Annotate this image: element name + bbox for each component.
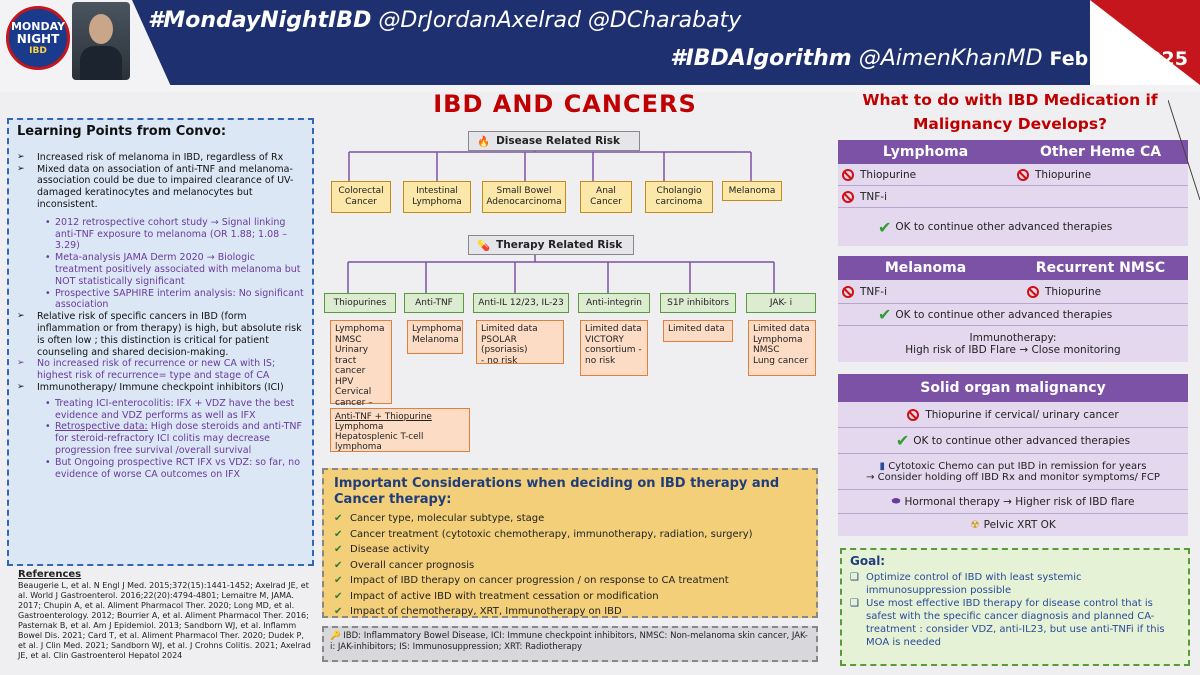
learning-subpoint: But Ongoing prospective RCT IFX vs VDZ: … [17, 457, 304, 481]
prohibited-icon [842, 190, 854, 203]
therapy-item: Anti-TNF [404, 293, 464, 313]
references-title: References [18, 569, 82, 580]
lymphoma-row-3: ✔OK to continue other advanced therapies [838, 208, 1188, 246]
disease-item: Colorectal Cancer [331, 181, 391, 213]
lymphoma-row-1: Thiopurine Thiopurine [838, 164, 1188, 186]
lymphoma-header: Lymphoma Other Heme CA [838, 140, 1188, 164]
goal-title: Goal: [850, 554, 886, 568]
melanoma-row-2: ✔OK to continue other advanced therapies [838, 304, 1188, 326]
radiation-icon: ☢ [970, 519, 980, 531]
melanoma-header: Melanoma Recurrent NMSC [838, 256, 1188, 280]
disease-item: Cholangio carcinoma [645, 181, 713, 213]
solid-organ-header: Solid organ malignancy [838, 374, 1188, 402]
therapy-item: Anti-integrin [578, 293, 650, 313]
author-handles[interactable]: @DrJordanAxelrad @DCharabaty [378, 8, 742, 33]
hashtag-ibdalgorithm[interactable]: #IBDAlgorithm [670, 46, 852, 71]
combo-text: Lymphoma Hepatosplenic T-cell lymphoma [335, 422, 424, 452]
solid-organ-row-1: Thiopurine if cervical/ urinary cancer [838, 402, 1188, 428]
therapy-risk: Lymphoma NMSC Urinary tract cancer HPV C… [330, 320, 392, 418]
prohibited-icon [907, 408, 920, 421]
solid-organ-row-4: ⬬Hormonal therapy → Higher risk of IBD f… [838, 490, 1188, 514]
post-date: Feb 05, 2025 [1049, 48, 1188, 70]
therapy-risk: Limited data VICTORY consortium - no ris… [580, 320, 648, 376]
therapy-risk-header: 💊 Therapy Related Risk [468, 235, 634, 255]
melanoma-row-3: Immunotherapy: High risk of IBD Flare → … [838, 326, 1188, 362]
therapy-item: JAK- i [746, 293, 816, 313]
references-text: Beaugerie L, et al. N Engl J Med. 2015;3… [18, 581, 311, 660]
prohibited-icon [842, 285, 854, 298]
right-title: What to do with IBD Medication if Malign… [862, 91, 1158, 133]
solid-organ-row-5: ☢Pelvic XRT OK [838, 514, 1188, 536]
consideration-item: Cancer type, molecular subtype, stage [334, 511, 806, 527]
references: References Beaugerie L, et al. N Engl J … [18, 570, 314, 661]
consideration-item: Cancer treatment (cytotoxic chemotherapy… [334, 527, 806, 543]
considerations-title: Important Considerations when deciding o… [334, 476, 780, 507]
learning-subpoint: Prospective SAPHIRE interim analysis: No… [17, 288, 304, 312]
learning-point: Immunotherapy/ Immune checkpoint inhibit… [17, 382, 304, 394]
therapy-risk: Limited data PSOLAR (psoriasis) - no ris… [476, 320, 564, 366]
learning-point: Relative risk of specific cancers in IBD… [17, 311, 304, 358]
learning-points-title: Learning Points from Convo: [17, 124, 227, 139]
lymphoma-row-2: TNF-i [838, 186, 1188, 208]
melanoma-row-1: TNF-i Thiopurine [838, 280, 1188, 304]
monday-night-ibd-logo: MONDAY NIGHT IBD [6, 6, 70, 70]
author-handle[interactable]: @AimenKhanMD [858, 46, 1043, 71]
hashtag-mondaynightibd[interactable]: #MondayNightIBD [148, 8, 372, 33]
checkmark-icon: ✔ [895, 431, 910, 450]
combo-title: Anti-TNF + Thiopurine [335, 412, 432, 422]
consideration-item: Overall cancer prognosis [334, 558, 806, 574]
goal-panel: Goal: Optimize control of IBD with least… [840, 548, 1190, 666]
learning-points-panel: Learning Points from Convo: Increased ri… [7, 118, 314, 566]
prohibited-icon [1027, 285, 1039, 298]
therapy-risk: Limited data Lymphoma NMSC Lung cancer [748, 320, 816, 376]
learning-subpoint: 2012 retrospective cohort study → Signal… [17, 217, 304, 252]
solid-organ-row-3: ▮ Cytotoxic Chemo can put IBD in remissi… [838, 454, 1188, 490]
goal-item: Optimize control of IBD with least syste… [850, 571, 1180, 597]
hormone-icon: ⬬ [891, 495, 901, 507]
headline-line-2: #IBDAlgorithm @AimenKhanMD Feb 05, 2025 [620, 46, 1200, 71]
therapy-item: Thiopurines [324, 293, 396, 313]
disease-risk-header: 🔥 Disease Related Risk [468, 131, 640, 151]
checkmark-icon: ✔ [878, 305, 892, 324]
title-banner [132, 0, 1090, 85]
prohibited-icon [842, 168, 854, 181]
learning-subpoint: Treating ICI-enterocolitis: IFX + VDZ ha… [17, 398, 304, 422]
therapy-item: Anti-IL 12/23, IL-23 [473, 293, 569, 313]
headline-line-1: #MondayNightIBD @DrJordanAxelrad @DChara… [148, 8, 968, 33]
learning-point: No increased risk of recurrence or new C… [17, 358, 304, 382]
checkmark-icon: ✔ [878, 217, 892, 237]
disease-item: Anal Cancer [580, 181, 632, 213]
learning-subpoint: Meta-analysis JAMA Derm 2020 → Biologic … [17, 252, 304, 287]
consideration-item: Disease activity [334, 542, 806, 558]
consideration-item: Impact of IBD therapy on cancer progress… [334, 573, 806, 589]
flow-connectors [347, 144, 775, 293]
learning-point: Increased risk of melanoma in IBD, regar… [17, 152, 304, 164]
combo-risk-box: Anti-TNF + Thiopurine Lymphoma Hepatospl… [330, 408, 470, 452]
learning-point: Mixed data on association of anti-TNF an… [17, 164, 304, 211]
key-icon: 🔑 [330, 631, 341, 641]
pill-bottle-icon: 💊 [477, 239, 491, 252]
consideration-item: Impact of chemotherapy, XRT, Immunothera… [334, 604, 806, 620]
disease-item: Melanoma [722, 181, 782, 201]
author-photo [72, 2, 130, 80]
abbreviations-box: 🔑 IBD: Inflammatory Bowel Disease, ICI: … [322, 626, 818, 662]
decorative-line [1168, 100, 1200, 201]
therapy-risk: Lymphoma Melanoma [407, 320, 463, 354]
learning-subpoint: Retrospective data: High dose steroids a… [17, 421, 304, 456]
therapy-risk: Limited data [663, 320, 733, 342]
page-title: IBD AND CANCERS [433, 90, 697, 118]
considerations-panel: Important Considerations when deciding o… [322, 468, 818, 620]
consideration-item: Impact of active IBD with treatment cess… [334, 589, 806, 605]
iv-bag-icon: ▮ [879, 460, 885, 472]
goal-item: Use most effective IBD therapy for disea… [850, 597, 1180, 649]
disease-item: Small Bowel Adenocarcinoma [482, 181, 566, 213]
prohibited-icon [1017, 168, 1029, 181]
therapy-item: S1P inhibitors [660, 293, 736, 313]
solid-organ-row-2: ✔OK to continue other advanced therapies [838, 428, 1188, 454]
fire-icon: 🔥 [477, 135, 491, 148]
disease-item: Intestinal Lymphoma [403, 181, 471, 213]
